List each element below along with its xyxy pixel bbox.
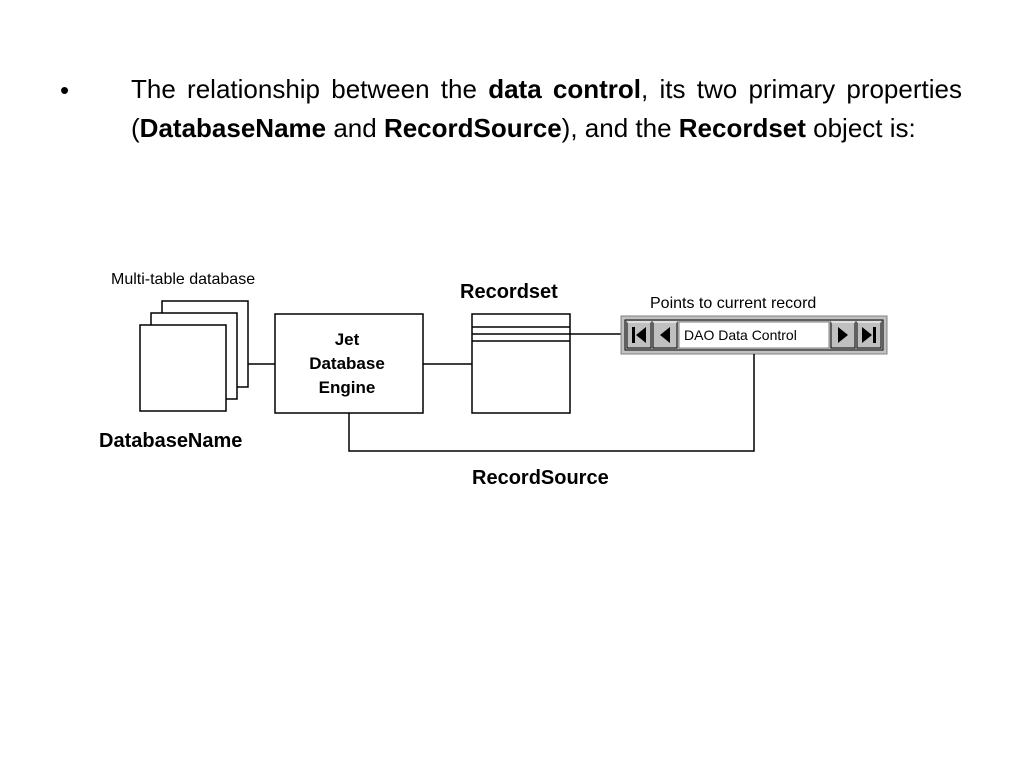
next-record-icon xyxy=(838,327,848,343)
text-bold-recordsource: RecordSource xyxy=(383,113,562,143)
engine-label-line-2: Database xyxy=(309,354,385,373)
last-record-icon xyxy=(862,327,876,343)
previous-record-button[interactable] xyxy=(652,321,678,349)
text-part-2: , its two primary properties ( xyxy=(131,74,962,143)
recordset-label: Recordset xyxy=(460,281,558,303)
recordset-box xyxy=(471,313,571,414)
bullet-mark: • xyxy=(60,75,70,105)
text-bold-data-control: data control xyxy=(488,74,642,104)
last-record-button[interactable] xyxy=(856,321,882,349)
engine-label-line-3: Engine xyxy=(319,378,376,397)
previous-record-icon xyxy=(660,327,670,343)
bullet-text: The relationship between the data contro… xyxy=(131,70,962,148)
data-control-caption: DAO Data Control xyxy=(684,327,797,343)
database-page-front xyxy=(139,324,227,412)
first-record-button[interactable] xyxy=(626,321,652,349)
caption-area xyxy=(678,321,830,349)
text-bold-recordset: Recordset xyxy=(678,113,806,143)
recordset-outline xyxy=(471,313,571,414)
text-bold-databasename: DatabaseName xyxy=(139,113,327,143)
text-part-4: ), and the xyxy=(561,113,679,143)
engine-label-line-1: Jet xyxy=(335,330,360,349)
multi-table-database-label: Multi-table database xyxy=(111,271,255,288)
database-stack xyxy=(139,300,249,412)
points-to-current-record-label: Points to current record xyxy=(650,295,816,312)
recordsource-connector xyxy=(348,354,755,452)
text-part-1: The relationship between the xyxy=(131,74,489,104)
text-part-5: object is: xyxy=(805,113,916,143)
first-record-icon xyxy=(632,327,646,343)
dao-data-control: DAO Data Control xyxy=(620,315,888,355)
next-record-button[interactable] xyxy=(830,321,856,349)
recordsource-label: RecordSource xyxy=(472,467,609,489)
databasename-label: DatabaseName xyxy=(99,430,242,452)
text-part-3: and xyxy=(326,113,384,143)
